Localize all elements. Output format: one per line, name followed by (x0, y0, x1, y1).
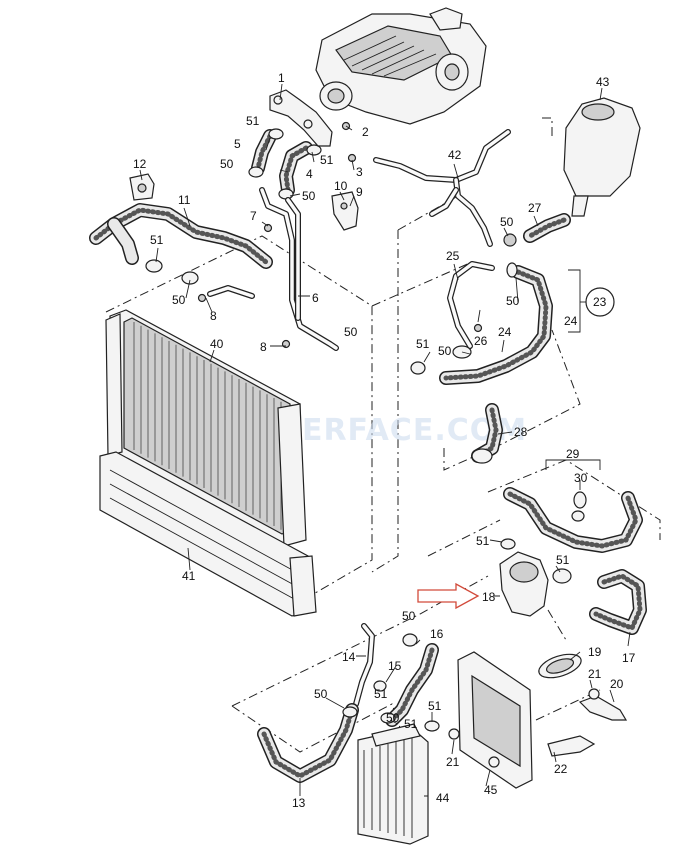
hose-group-13-16 (257, 623, 440, 783)
coolant-pipe-6 (197, 187, 339, 351)
callout-51-b: 51 (320, 153, 334, 167)
callout-26: 26 (474, 334, 488, 348)
callout-21-right: 21 (588, 667, 602, 681)
hose-group-24-25 (410, 261, 553, 385)
callout-9: 9 (356, 185, 363, 199)
supercharger-assembly (315, 7, 487, 125)
callout-51-d: 51 (416, 337, 430, 351)
seal-19 (538, 653, 582, 679)
callout-45: 45 (484, 783, 498, 797)
callout-50-h: 50 (402, 609, 416, 623)
expansion-tank-43 (563, 97, 641, 217)
callout-19: 19 (588, 645, 602, 659)
coolant-pump-18 (499, 538, 572, 617)
hose-28 (471, 403, 503, 464)
radiator-40 (105, 309, 307, 547)
callout-50-i: 50 (314, 687, 328, 701)
callout-51-i: 51 (374, 687, 388, 701)
coolant-pipe-1 (269, 89, 357, 163)
callout-50-e: 50 (500, 215, 514, 229)
callout-8-lower: 8 (260, 340, 267, 354)
callout-17: 17 (622, 651, 636, 665)
callout-50-a: 50 (220, 157, 234, 171)
callout-15: 15 (388, 659, 402, 673)
callout-1: 1 (278, 71, 285, 85)
callout-42: 42 (448, 148, 462, 162)
callout-23: 23 (593, 295, 607, 309)
callout-3: 3 (356, 165, 363, 179)
callout-51-a: 51 (246, 114, 260, 128)
clamp-12 (129, 173, 155, 201)
callout-50-d: 50 (344, 325, 358, 339)
callout-2: 2 (362, 125, 369, 139)
brackets-20-22 (448, 688, 628, 757)
heat-exchanger-44 (357, 723, 429, 845)
callout-50-j: 50 (386, 711, 400, 725)
callout-4: 4 (306, 167, 313, 181)
bracket-9 (331, 191, 359, 231)
callout-8-upper: 8 (210, 309, 217, 323)
callout-51-e: 51 (476, 534, 490, 548)
callout-25: 25 (446, 249, 460, 263)
hose-11 (89, 203, 273, 285)
callout-50-b: 50 (302, 189, 316, 203)
coolant-line-42 (373, 129, 511, 247)
callout-20: 20 (610, 677, 624, 691)
callout-5: 5 (234, 137, 241, 151)
callout-40: 40 (210, 337, 224, 351)
cooler-41 (99, 451, 317, 617)
callout-50-c: 50 (172, 293, 186, 307)
callout-16: 16 (430, 627, 444, 641)
callout-11: 11 (178, 193, 191, 207)
callout-18: 18 (482, 590, 496, 604)
callout-51-h: 51 (428, 699, 442, 713)
callout-13: 13 (292, 796, 306, 810)
callout-21-left: 21 (446, 755, 460, 769)
callout-43: 43 (596, 75, 610, 89)
callout-22: 22 (554, 762, 568, 776)
callout-27: 27 (528, 201, 542, 215)
callout-51-g: 51 (404, 717, 418, 731)
callout-14: 14 (342, 650, 356, 664)
callout-6: 6 (312, 291, 319, 305)
callout-10: 10 (334, 179, 348, 193)
small-hoses (248, 128, 322, 200)
leader-lines (139, 83, 631, 797)
callout-23-group (545, 269, 615, 470)
hose-27 (503, 213, 571, 247)
housing-45 (457, 651, 533, 789)
highlight-arrow (417, 582, 480, 610)
callout-labels: 1 2 3 4 5 6 7 8 8 9 10 11 12 13 14 15 16… (133, 71, 636, 810)
callout-12: 12 (133, 157, 147, 171)
callout-29: 29 (566, 447, 580, 461)
callout-30: 30 (574, 471, 588, 485)
callout-28: 28 (514, 425, 528, 439)
callout-50-f: 50 (506, 294, 520, 308)
callout-44: 44 (436, 791, 450, 805)
hose-group-29 (503, 487, 647, 635)
callout-51-c: 51 (150, 233, 164, 247)
callout-50-g: 50 (438, 344, 452, 358)
callout-24: 24 (498, 325, 512, 339)
callout-41: 41 (182, 569, 196, 583)
callout-7: 7 (250, 209, 257, 223)
callout-24-bracket: 24 (564, 314, 578, 328)
callout-51-f: 51 (556, 553, 570, 567)
